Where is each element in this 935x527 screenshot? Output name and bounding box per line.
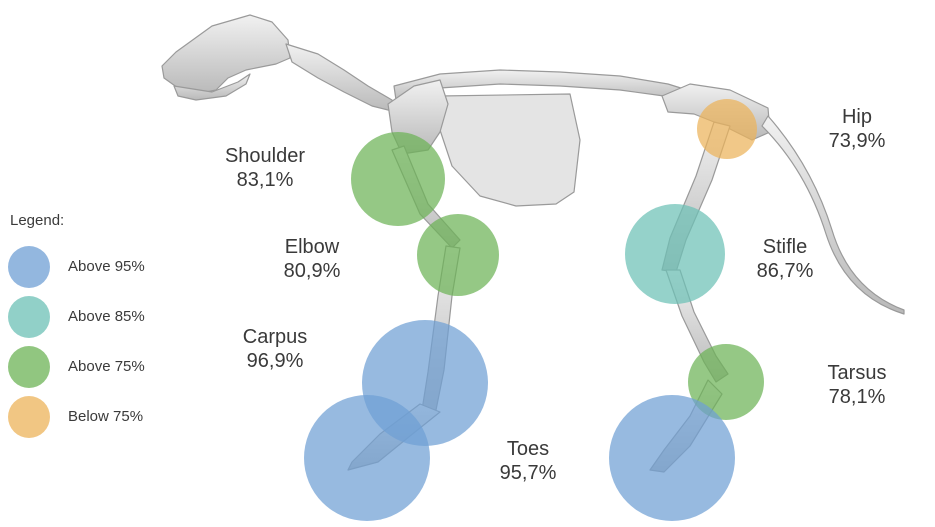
legend-label: Below 75%: [68, 408, 144, 425]
skull: [161, 14, 291, 95]
joint-circle-hip: [697, 99, 757, 159]
joint-circle-shoulder: [351, 132, 445, 226]
legend-swatch: [8, 396, 50, 438]
label-shoulder: Shoulder 83,1%: [212, 144, 318, 192]
legend-item: Above 95%: [8, 246, 198, 296]
legend-swatch: [8, 346, 50, 388]
joint-circle-stifle: [625, 204, 725, 304]
joint-value: 95,7%: [499, 462, 557, 484]
joint-circle-rear-toes: [609, 395, 735, 521]
legend-swatch: [8, 246, 50, 288]
joint-name: Carpus: [242, 326, 308, 348]
label-hip: Hip 73,9%: [812, 105, 902, 153]
label-elbow: Elbow 80,9%: [272, 235, 352, 283]
joint-name: Hip: [841, 106, 872, 128]
joint-value: 96,9%: [246, 350, 304, 372]
label-stifle: Stifle 86,7%: [742, 235, 828, 283]
label-toes: Toes 95,7%: [488, 437, 568, 485]
legend-label: Above 75%: [68, 358, 145, 375]
joint-circle-toes: [304, 395, 430, 521]
jaw: [173, 73, 251, 101]
joint-name: Toes: [506, 438, 550, 460]
joint-name: Tarsus: [827, 362, 887, 384]
tail: [761, 115, 905, 315]
legend-swatch: [8, 296, 50, 338]
legend-label: Above 95%: [68, 258, 145, 275]
ribcage: [439, 93, 581, 207]
legend: Legend: Above 95% Above 85% Above 75% Be…: [8, 212, 198, 446]
label-carpus: Carpus 96,9%: [230, 325, 320, 373]
joint-name: Stifle: [762, 236, 808, 258]
joint-value: 86,7%: [756, 260, 814, 282]
joint-circle-elbow: [417, 214, 499, 296]
joint-value: 80,9%: [283, 260, 341, 282]
label-tarsus: Tarsus 78,1%: [812, 361, 902, 409]
legend-item: Above 75%: [8, 346, 198, 396]
legend-title: Legend:: [10, 212, 65, 229]
joint-value: 78,1%: [828, 386, 886, 408]
legend-item: Below 75%: [8, 396, 198, 446]
neck-vertebrae: [285, 43, 397, 113]
joint-name: Elbow: [284, 236, 340, 258]
joint-value: 73,9%: [828, 130, 886, 152]
legend-label: Above 85%: [68, 308, 145, 325]
joint-name: Shoulder: [224, 145, 306, 167]
legend-item: Above 85%: [8, 296, 198, 346]
joint-value: 83,1%: [236, 169, 294, 191]
